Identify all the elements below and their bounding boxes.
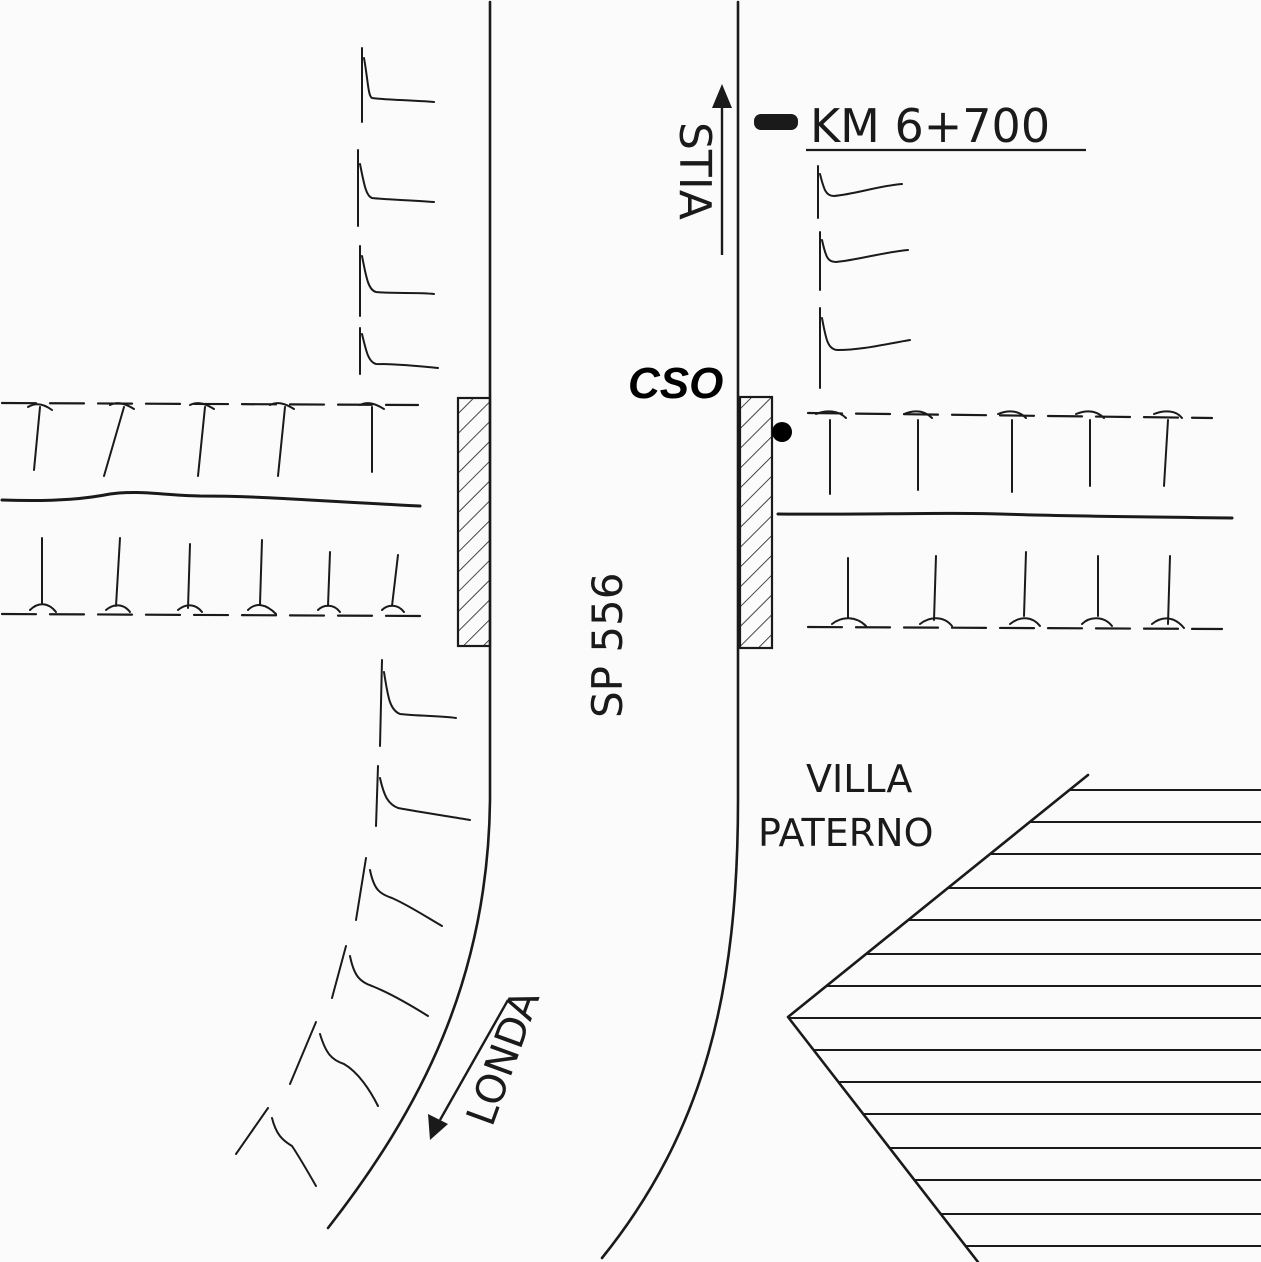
cso-point-marker	[772, 422, 792, 442]
londa-label: LONDA	[458, 984, 549, 1132]
main-road-left-edge	[326, 0, 492, 1230]
bank-bottom-left	[0, 612, 422, 618]
stia-label: STIA	[669, 122, 720, 220]
bridge	[456, 395, 774, 650]
stream-centerline-right	[776, 511, 1234, 520]
bank-top-left	[0, 401, 420, 407]
watercourse-right	[776, 410, 1234, 631]
stia-arrow	[712, 84, 732, 255]
cso-label: CSO	[628, 359, 723, 408]
bank-bottom-right	[806, 625, 1224, 631]
roadside-trees-bottom-left	[235, 659, 471, 1187]
bank-hachures-top-right	[815, 410, 1183, 495]
bridge-parapet-right	[738, 395, 774, 650]
main-road-right-edge	[600, 0, 740, 1260]
bank-hachures-top-left	[27, 402, 385, 477]
watercourse-left	[0, 401, 422, 618]
stream-centerline-left	[0, 490, 422, 508]
villa-paterno-boundary	[786, 773, 1090, 1262]
bank-hachures-bottom-right	[831, 551, 1185, 629]
bank-top-right	[806, 411, 1214, 420]
main-road	[326, 0, 740, 1260]
londa-arrow	[428, 999, 510, 1140]
roadside-trees-top-right	[817, 165, 911, 389]
bank-hachures-bottom-left	[29, 537, 405, 615]
roadside-trees-top-left	[357, 47, 439, 375]
villa-label-line1: VILLA	[806, 757, 912, 801]
road-label: SP 556	[583, 572, 632, 718]
km-label: KM 6+700	[810, 99, 1050, 153]
bridge-parapet-left	[456, 396, 492, 648]
villa-label-line2: PATERNO	[758, 811, 934, 855]
km-marker-post	[754, 114, 798, 130]
